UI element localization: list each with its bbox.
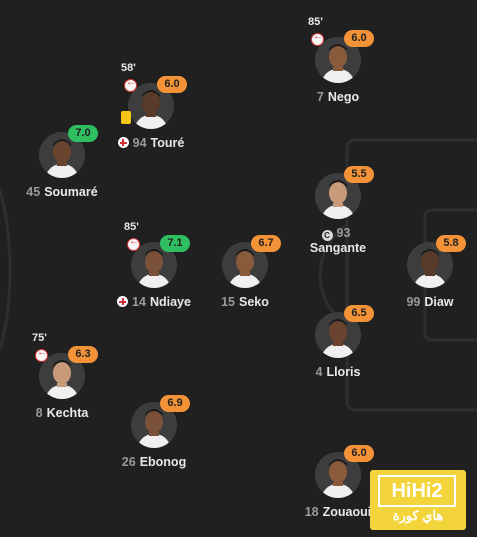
substitution-time: 75' xyxy=(32,332,47,344)
rating-badge: 6.7 xyxy=(251,235,281,252)
player-name: Lloris xyxy=(326,365,361,379)
rating-badge: 6.0 xyxy=(157,76,187,93)
injury-icon xyxy=(117,296,129,307)
logo-wordmark: HiHi2 xyxy=(378,475,456,507)
rating-badge: 6.0 xyxy=(344,30,374,47)
substitution-out-icon xyxy=(127,236,140,251)
shirt-number: 45 xyxy=(26,185,41,199)
captain-icon: C xyxy=(321,230,333,241)
rating-badge: 6.3 xyxy=(68,346,98,363)
player-avatar xyxy=(39,132,85,178)
hihi2-logo: HiHi2 هاي كورة xyxy=(370,470,466,530)
substitution-time: 85' xyxy=(124,221,139,233)
player-avatar xyxy=(407,242,453,288)
shirt-number: 94 xyxy=(132,136,147,150)
shirt-number: 7 xyxy=(316,90,324,104)
player-avatar xyxy=(131,402,177,448)
player-name: Diaw xyxy=(424,295,454,309)
substitution-out-icon xyxy=(35,347,48,362)
rating-badge: 5.5 xyxy=(344,166,374,183)
injury-icon xyxy=(117,137,129,148)
yellow-card-icon xyxy=(121,111,131,124)
player-name: Zouaoui xyxy=(322,505,372,519)
shirt-number: 15 xyxy=(221,295,235,309)
rating-badge: 6.9 xyxy=(160,395,190,412)
substitution-time: 85' xyxy=(308,16,323,28)
rating-badge: 7.0 xyxy=(68,125,98,142)
substitution-out-icon xyxy=(311,31,324,46)
rating-badge: 5.8 xyxy=(436,235,466,252)
shirt-number: 14 xyxy=(132,295,146,309)
player-avatar xyxy=(131,242,177,288)
shirt-number: 4 xyxy=(315,365,323,379)
shirt-number: 26 xyxy=(121,455,136,469)
rating-badge: 7.1 xyxy=(160,235,190,252)
player-name-line: 15 Seko xyxy=(145,295,345,309)
player-name: Ndiaye xyxy=(149,295,191,309)
player-name: Ebonog xyxy=(139,455,187,469)
player-name: Sangante xyxy=(309,241,367,255)
shirt-number: 93 xyxy=(336,226,351,240)
shirt-number: 18 xyxy=(304,505,319,519)
player-avatar xyxy=(315,37,361,83)
rating-badge: 6.5 xyxy=(344,305,374,322)
rating-badge: 6.0 xyxy=(344,445,374,462)
substitution-out-icon xyxy=(124,77,137,92)
logo-arabic: هاي كورة xyxy=(392,508,444,523)
player-name: Nego xyxy=(327,90,360,104)
substitution-time: 58' xyxy=(121,62,136,74)
player-name: Touré xyxy=(150,136,185,150)
player-name: Kechta xyxy=(46,406,89,420)
shirt-number: 8 xyxy=(35,406,43,420)
player-name: Soumaré xyxy=(44,185,98,199)
shirt-number: 99 xyxy=(406,295,421,309)
player-name: Seko xyxy=(239,295,269,309)
